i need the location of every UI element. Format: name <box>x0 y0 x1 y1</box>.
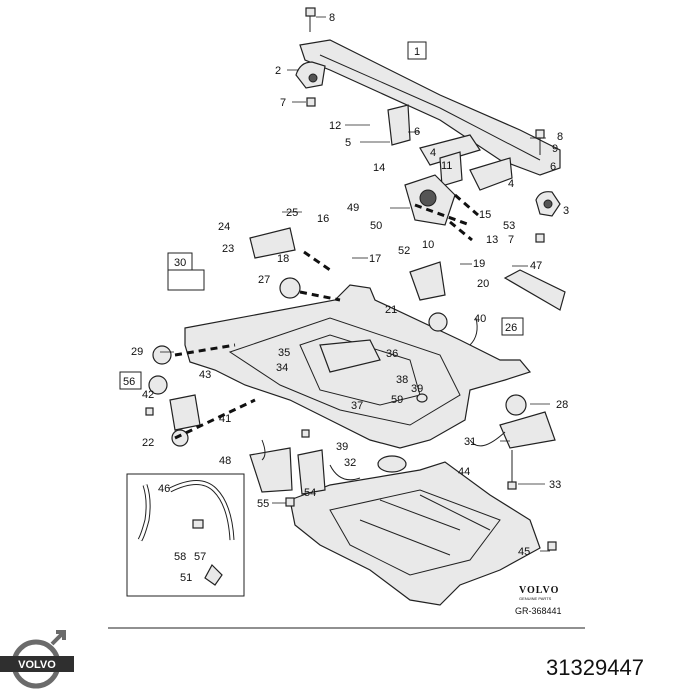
callout-label: 59 <box>391 394 403 406</box>
brand-text: VOLVO <box>519 585 559 596</box>
callout-label: 26 <box>505 322 517 334</box>
callout-label: 50 <box>370 220 382 232</box>
callout-label: 11 <box>441 160 452 172</box>
callout-label: 4 <box>430 147 436 159</box>
guide-arrows <box>261 317 506 481</box>
left-mount <box>295 61 326 89</box>
callout-label: 39 <box>336 441 348 453</box>
callout-label: 17 <box>369 253 381 265</box>
right-mount <box>535 191 561 217</box>
callout-label: 3 <box>563 205 569 217</box>
callout-label: 19 <box>473 258 485 270</box>
top-bolts <box>305 7 545 243</box>
callout-label: 4 <box>508 178 514 190</box>
callout-label: 10 <box>422 239 434 251</box>
callout-label: 51 <box>180 572 192 584</box>
brand-subtext: GENUINE PARTS <box>519 596 552 601</box>
reference-code: GR-368441 <box>515 606 562 616</box>
callout-label: 39 <box>411 383 423 395</box>
callout-label: 52 <box>398 245 410 257</box>
callout-label: 46 <box>158 483 170 495</box>
callout-label: 43 <box>199 369 211 381</box>
callout-label: 34 <box>276 362 288 374</box>
callout-label: 49 <box>347 202 359 214</box>
volvo-logo: VOLVO <box>0 630 74 689</box>
callout-label: 44 <box>458 466 470 478</box>
callout-boxes <box>119 41 524 390</box>
callout-label: 18 <box>277 253 289 265</box>
callout-label: 14 <box>373 162 385 174</box>
callout-label: 57 <box>194 551 206 563</box>
callout-label: 15 <box>479 209 491 221</box>
callout-label: 58 <box>174 551 186 563</box>
callout-label: 28 <box>556 399 568 411</box>
callout-label: 30 <box>174 257 186 269</box>
brand-stamp: VOLVO GENUINE PARTS GR-368441 <box>515 585 562 616</box>
callout-label: 40 <box>474 313 486 325</box>
callout-label: 29 <box>131 346 143 358</box>
callout-label: 8 <box>329 12 335 24</box>
callout-label: 25 <box>286 207 298 219</box>
callout-label: 7 <box>280 97 286 109</box>
callout-label: 6 <box>414 126 420 138</box>
callout-label: 12 <box>329 120 341 132</box>
callout-label: 22 <box>142 437 154 449</box>
callout-label: 48 <box>219 455 231 467</box>
underbody-shield <box>289 461 541 606</box>
part-number: 31329447 <box>546 655 644 680</box>
callout-label: 56 <box>123 376 135 388</box>
callout-label: 8 <box>557 131 563 143</box>
callout-label: 6 <box>550 161 556 173</box>
callout-label: 13 <box>486 234 498 246</box>
callout-label: 20 <box>477 278 489 290</box>
callout-label: 16 <box>317 213 329 225</box>
callout-label: 38 <box>396 374 408 386</box>
callout-label: 55 <box>257 498 269 510</box>
callout-label: 53 <box>503 220 515 232</box>
callout-label: 35 <box>278 347 290 359</box>
callout-label: 31 <box>464 436 476 448</box>
callout-label: 41 <box>219 413 231 425</box>
svg-text:VOLVO: VOLVO <box>18 659 56 671</box>
callout-label: 42 <box>142 389 154 401</box>
callout-label: 24 <box>218 221 230 233</box>
callout-label: 37 <box>351 400 363 412</box>
callout-label: 9 <box>552 143 558 155</box>
callout-label: 36 <box>386 348 398 360</box>
callout-label: 23 <box>222 243 234 255</box>
hose-inset <box>126 473 245 597</box>
callout-label: 7 <box>508 234 514 246</box>
callout-label: 1 <box>414 46 420 58</box>
callout-label: 32 <box>344 457 356 469</box>
callout-labels: 8 2 7 1 12 6 5 4 11 14 8 9 6 4 3 49 50 1… <box>123 12 569 584</box>
callout-label: 5 <box>345 137 351 149</box>
engine-brackets <box>387 104 513 226</box>
callout-label: 45 <box>518 546 530 558</box>
small-parts <box>145 227 566 551</box>
leader-lines <box>160 16 550 552</box>
callout-label: 47 <box>530 260 542 272</box>
callout-label: 54 <box>304 487 316 499</box>
subframe <box>184 284 532 449</box>
callout-label: 33 <box>549 479 561 491</box>
crossmember-beam <box>299 39 561 176</box>
callout-label: 21 <box>385 304 397 316</box>
assembly-guide-lines <box>174 193 479 440</box>
callout-label: 2 <box>275 65 281 77</box>
callout-label: 27 <box>258 274 270 286</box>
